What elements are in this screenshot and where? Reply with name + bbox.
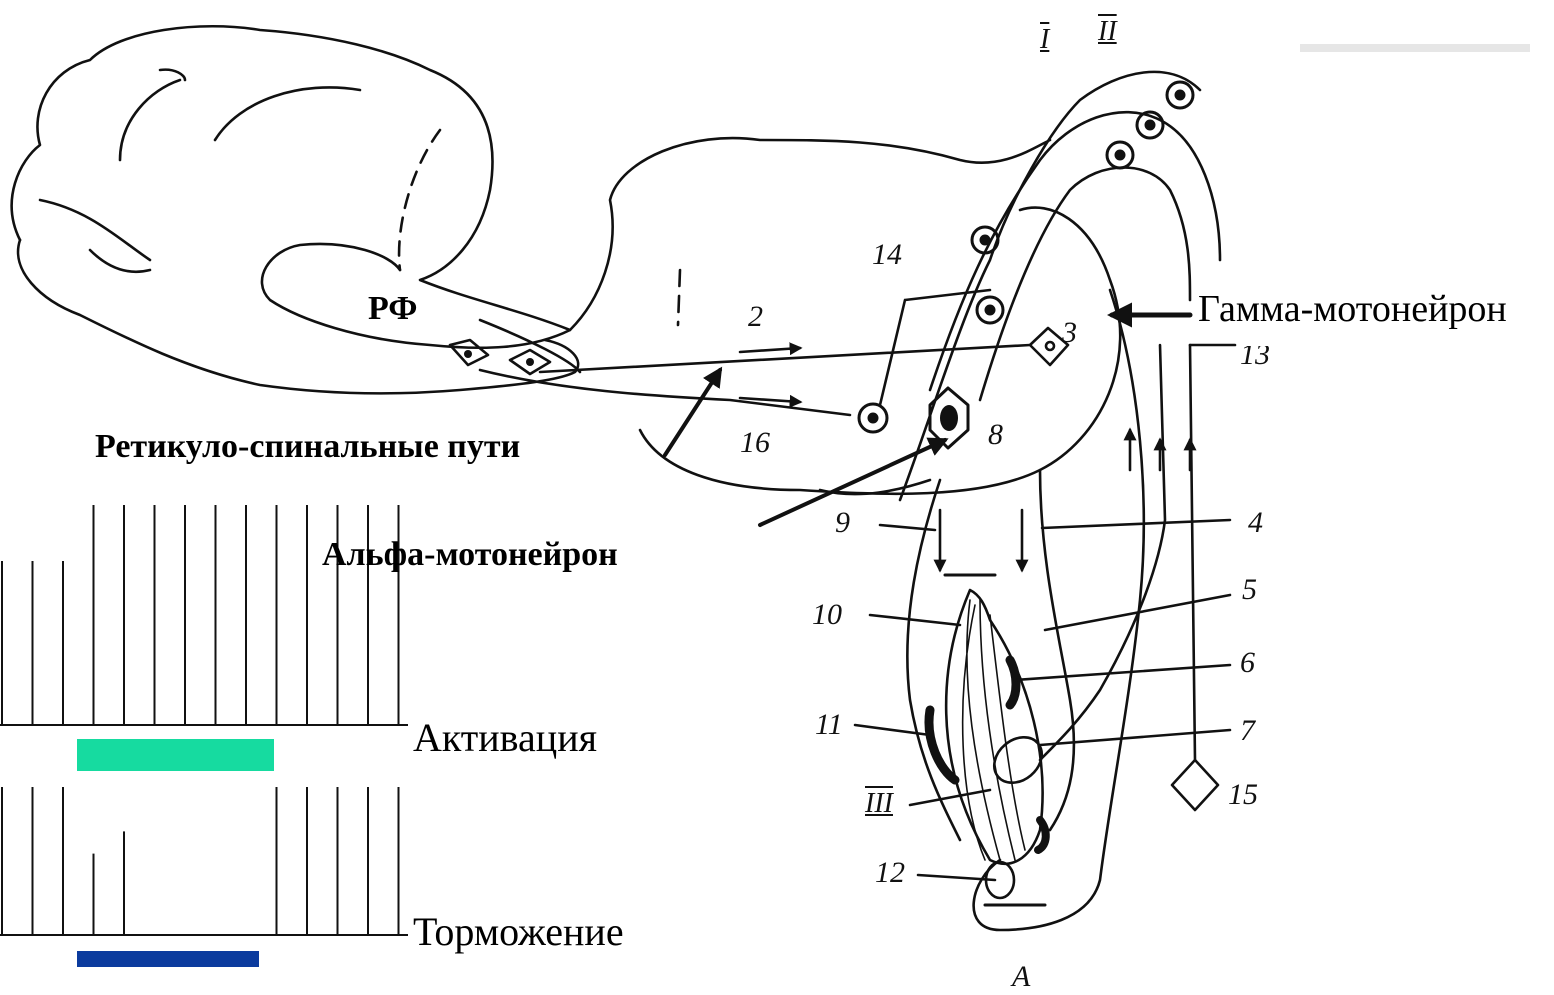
rf-label: РФ (368, 292, 417, 326)
gamma-label: Гамма-мотонейрон (1198, 290, 1507, 328)
num-16: 16 (740, 428, 770, 458)
num-2: 2 (748, 302, 763, 332)
num-4: 4 (1248, 508, 1263, 538)
sulcus-1 (120, 70, 185, 160)
num-10: 10 (812, 600, 842, 630)
sulcus-2 (215, 87, 360, 140)
roman-II: II (1098, 18, 1117, 46)
reticulo-label: Ретикуло-спинальные пути (95, 430, 520, 464)
rs-path-2 (480, 370, 850, 415)
cerebrum-lower (18, 240, 578, 393)
activation-bar (77, 739, 274, 771)
num-6: 6 (1240, 648, 1255, 678)
roman-III: III (865, 790, 893, 818)
nerve-9 (907, 480, 960, 840)
num-8: 8 (988, 420, 1003, 450)
inhibition-train-svg (0, 780, 420, 950)
nerve-loop (974, 290, 1144, 930)
spindle-7 (985, 728, 1051, 792)
num-14: 14 (872, 240, 902, 270)
nerve-4 (1040, 470, 1074, 830)
num-9: 9 (835, 508, 850, 538)
cerebrum-outline (12, 26, 570, 348)
slide-decoration (1300, 44, 1530, 52)
receptor-15 (1172, 760, 1218, 810)
panel-a-label: А (1012, 962, 1030, 992)
num-5: 5 (1242, 575, 1257, 605)
roman-I: I (1040, 26, 1049, 54)
muscle-outline (946, 590, 1042, 864)
alpha-pointer (760, 440, 945, 525)
alpha-label: Альфа-мотонейрон (322, 538, 618, 572)
reticulo-pointer (665, 370, 720, 455)
cerebellum-dashed (399, 130, 440, 270)
sulcus-3 (40, 200, 150, 260)
muscle-fibers (963, 600, 1025, 860)
ganglion-cells (859, 82, 1193, 432)
nerve-13 (1190, 345, 1195, 760)
activation-label: Активация (413, 718, 597, 758)
cerebellum-outline (570, 138, 1050, 330)
num-11: 11 (815, 710, 843, 740)
num-7: 7 (1240, 716, 1255, 746)
cerebellum-dash-2 (678, 270, 680, 325)
num-3: 3 (1062, 318, 1077, 348)
num-12: 12 (875, 858, 905, 888)
inhibition-bar (77, 951, 259, 967)
inhibition-label: Торможение (413, 912, 624, 952)
num-15: 15 (1228, 780, 1258, 810)
